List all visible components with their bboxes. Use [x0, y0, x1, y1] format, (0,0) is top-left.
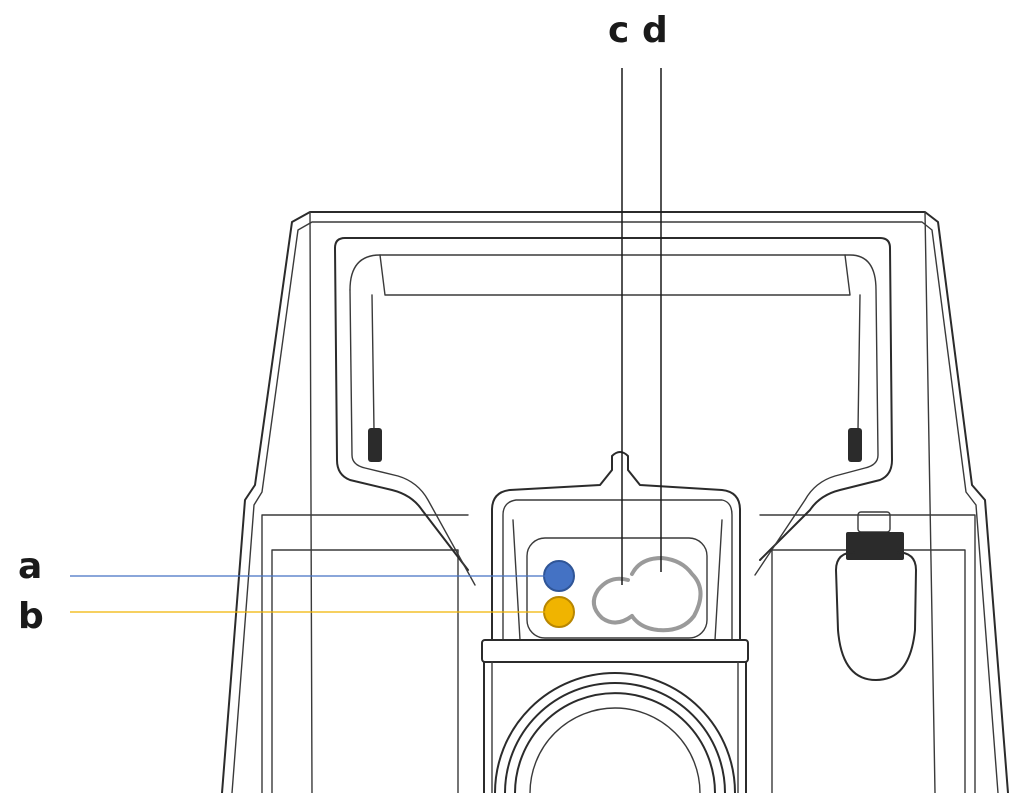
yellow-indicator-light: [543, 596, 575, 628]
carrying-handle: [334, 237, 893, 586]
callout-label-d: d: [642, 10, 668, 51]
telescope-section: [481, 639, 749, 793]
callout-label-c: c: [608, 10, 629, 51]
callout-label-a: a: [18, 546, 42, 587]
button-d-outline: [630, 555, 703, 633]
blue-indicator-light: [543, 560, 575, 592]
callout-label-b: b: [18, 596, 44, 637]
indicator-panel: [491, 451, 741, 641]
button-c-outline: [591, 576, 634, 625]
side-knob: [835, 511, 917, 681]
